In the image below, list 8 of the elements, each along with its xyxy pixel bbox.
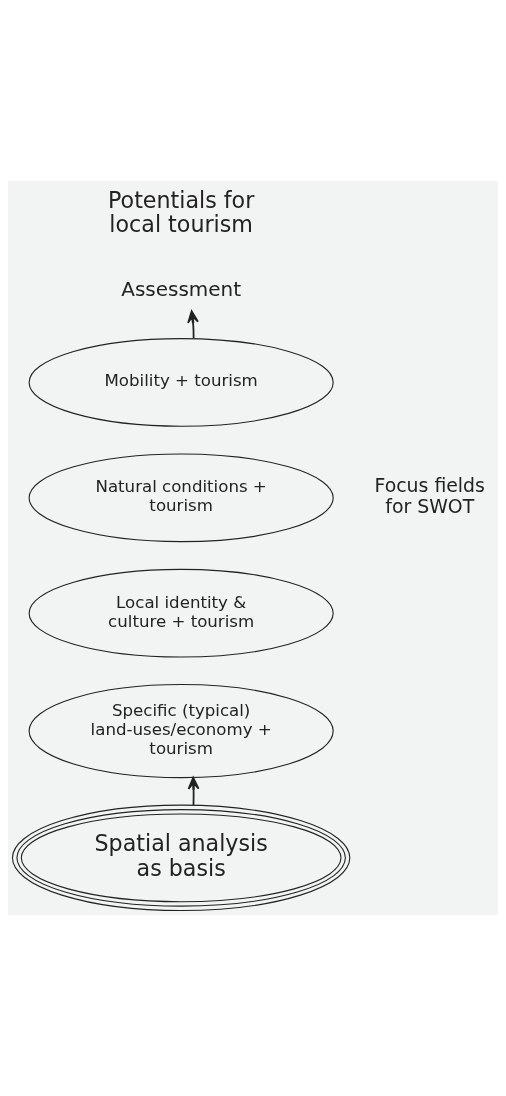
node-ellipse: Specific (typical) land-uses/economy + tourism [28,684,334,779]
node-ellipse: Mobility + tourism [28,338,334,427]
node-text: Assessment [121,276,242,301]
node-text: Potentials for local tourism [107,186,255,238]
node-ellipse: Natural conditions + tourism [28,453,334,543]
node-ellipse: Spatial analysis as basis [11,804,351,912]
label: Focus fields for SWOT [374,473,485,517]
node-ellipse: Local identity & culture + tourism [28,568,334,658]
